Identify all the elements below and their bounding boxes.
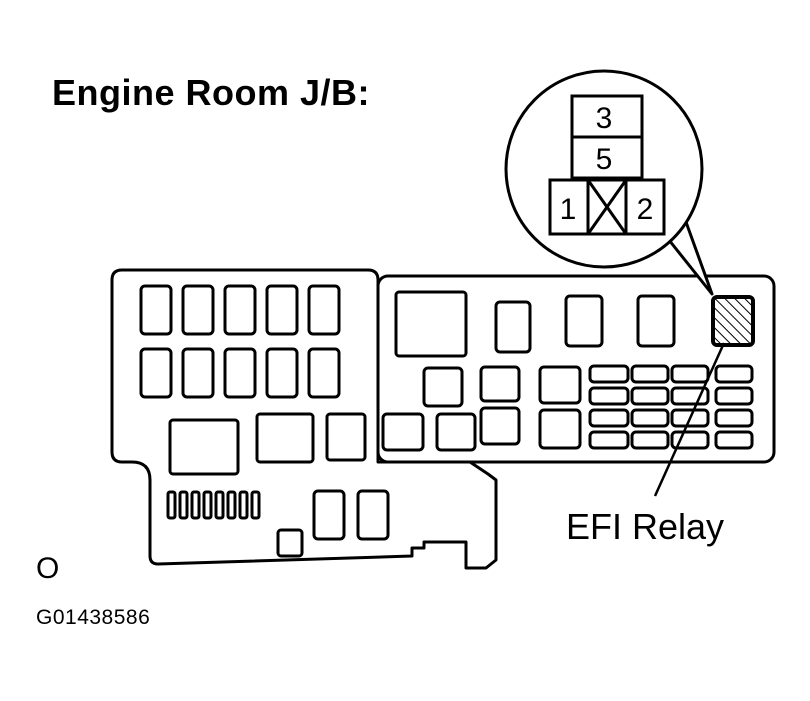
mini-fuse — [250, 490, 261, 520]
mini-fuse — [202, 490, 213, 520]
relay-slot — [168, 418, 240, 476]
fuse-slot — [181, 347, 215, 399]
mini-fuse — [214, 490, 225, 520]
fuse-slot — [312, 489, 346, 541]
relay-pin-5-box — [570, 135, 644, 180]
relay-slot — [325, 412, 367, 462]
pin-label-2: 2 — [637, 193, 654, 226]
efi-relay-slot — [711, 295, 755, 347]
fuse-slot — [139, 347, 173, 399]
relay-cross-line — [586, 179, 628, 235]
relay-slot — [538, 365, 582, 405]
mini-fuse — [226, 490, 237, 520]
relay-slot — [435, 412, 477, 452]
fuse-slot — [307, 347, 341, 399]
fuse-slot — [265, 284, 299, 336]
fuse-slot — [307, 284, 341, 336]
relay-pin-2-box — [624, 178, 666, 236]
relay-slot — [394, 290, 468, 358]
fuse-slot — [181, 284, 215, 336]
corner-mark: O — [36, 552, 60, 585]
mini-fuse — [178, 490, 189, 520]
relay-slot — [538, 408, 582, 450]
relay-slot — [422, 366, 464, 408]
fuse-slot — [356, 489, 390, 541]
fuse-slot — [564, 294, 604, 348]
mini-fuse — [238, 490, 249, 520]
efi-leader-line — [653, 342, 726, 497]
fuse-slot — [139, 284, 173, 336]
mini-fuse-grid — [588, 364, 754, 450]
fuse-slot — [636, 294, 676, 348]
pin-label-3: 3 — [596, 102, 613, 135]
relay-slot — [479, 365, 521, 403]
figure-id: G01438586 — [36, 606, 151, 629]
pin-label-5: 5 — [596, 143, 613, 176]
fuse-slot — [494, 300, 532, 354]
right-block-housing — [376, 274, 776, 464]
pin-label-1: 1 — [560, 193, 577, 226]
relay-slot — [381, 412, 425, 452]
fuse-slot — [223, 347, 257, 399]
fuse-slot — [223, 284, 257, 336]
mini-fuse — [190, 490, 201, 520]
efi-relay-label: EFI Relay — [566, 506, 725, 547]
relay-slot — [479, 406, 521, 446]
mini-fuse — [166, 490, 177, 520]
relay-detail-callout — [504, 69, 714, 296]
relay-slot — [255, 412, 315, 464]
diagram-title: Engine Room J/B: — [52, 72, 371, 113]
small-slot — [276, 528, 304, 558]
fuse-slot — [265, 347, 299, 399]
